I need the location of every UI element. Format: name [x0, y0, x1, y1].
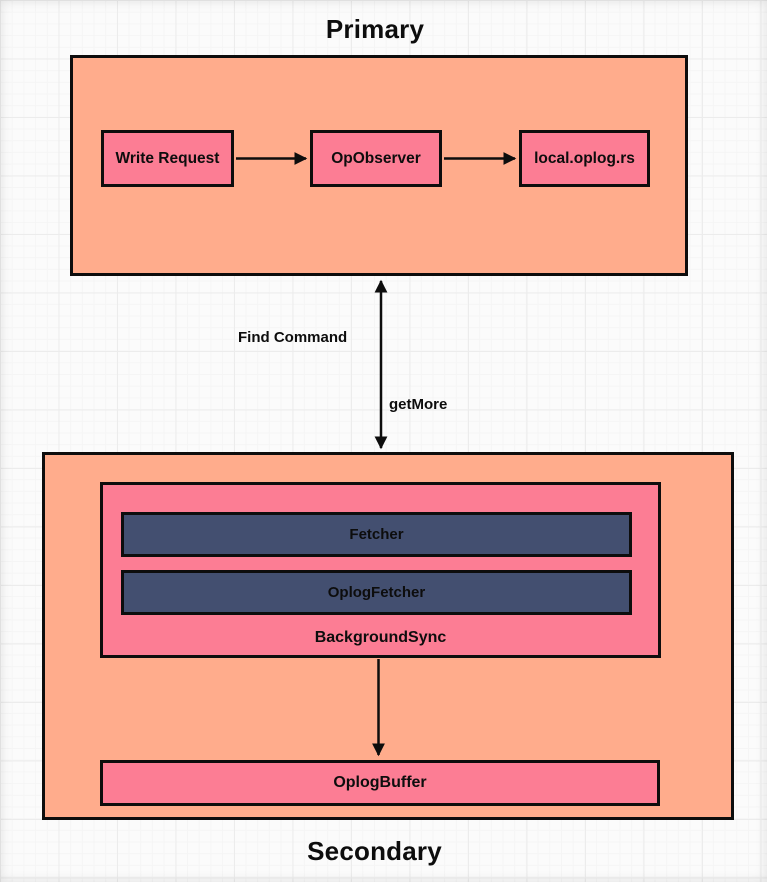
edge-label-getmore: getMore	[389, 396, 448, 413]
edge-label-find-command: Find Command	[238, 329, 348, 346]
node-oplog-buffer: OplogBuffer	[100, 760, 660, 806]
module-oplog-fetcher: OplogFetcher	[121, 570, 632, 615]
module-fetcher: Fetcher	[121, 512, 632, 557]
node-local-oplog-rs: local.oplog.rs	[519, 130, 650, 187]
primary-title: Primary	[325, 14, 425, 44]
node-write-request: Write Request	[101, 130, 234, 187]
secondary-title: Secondary	[307, 836, 442, 866]
node-op-observer: OpObserver	[310, 130, 442, 187]
background-sync-label: BackgroundSync	[314, 629, 447, 646]
